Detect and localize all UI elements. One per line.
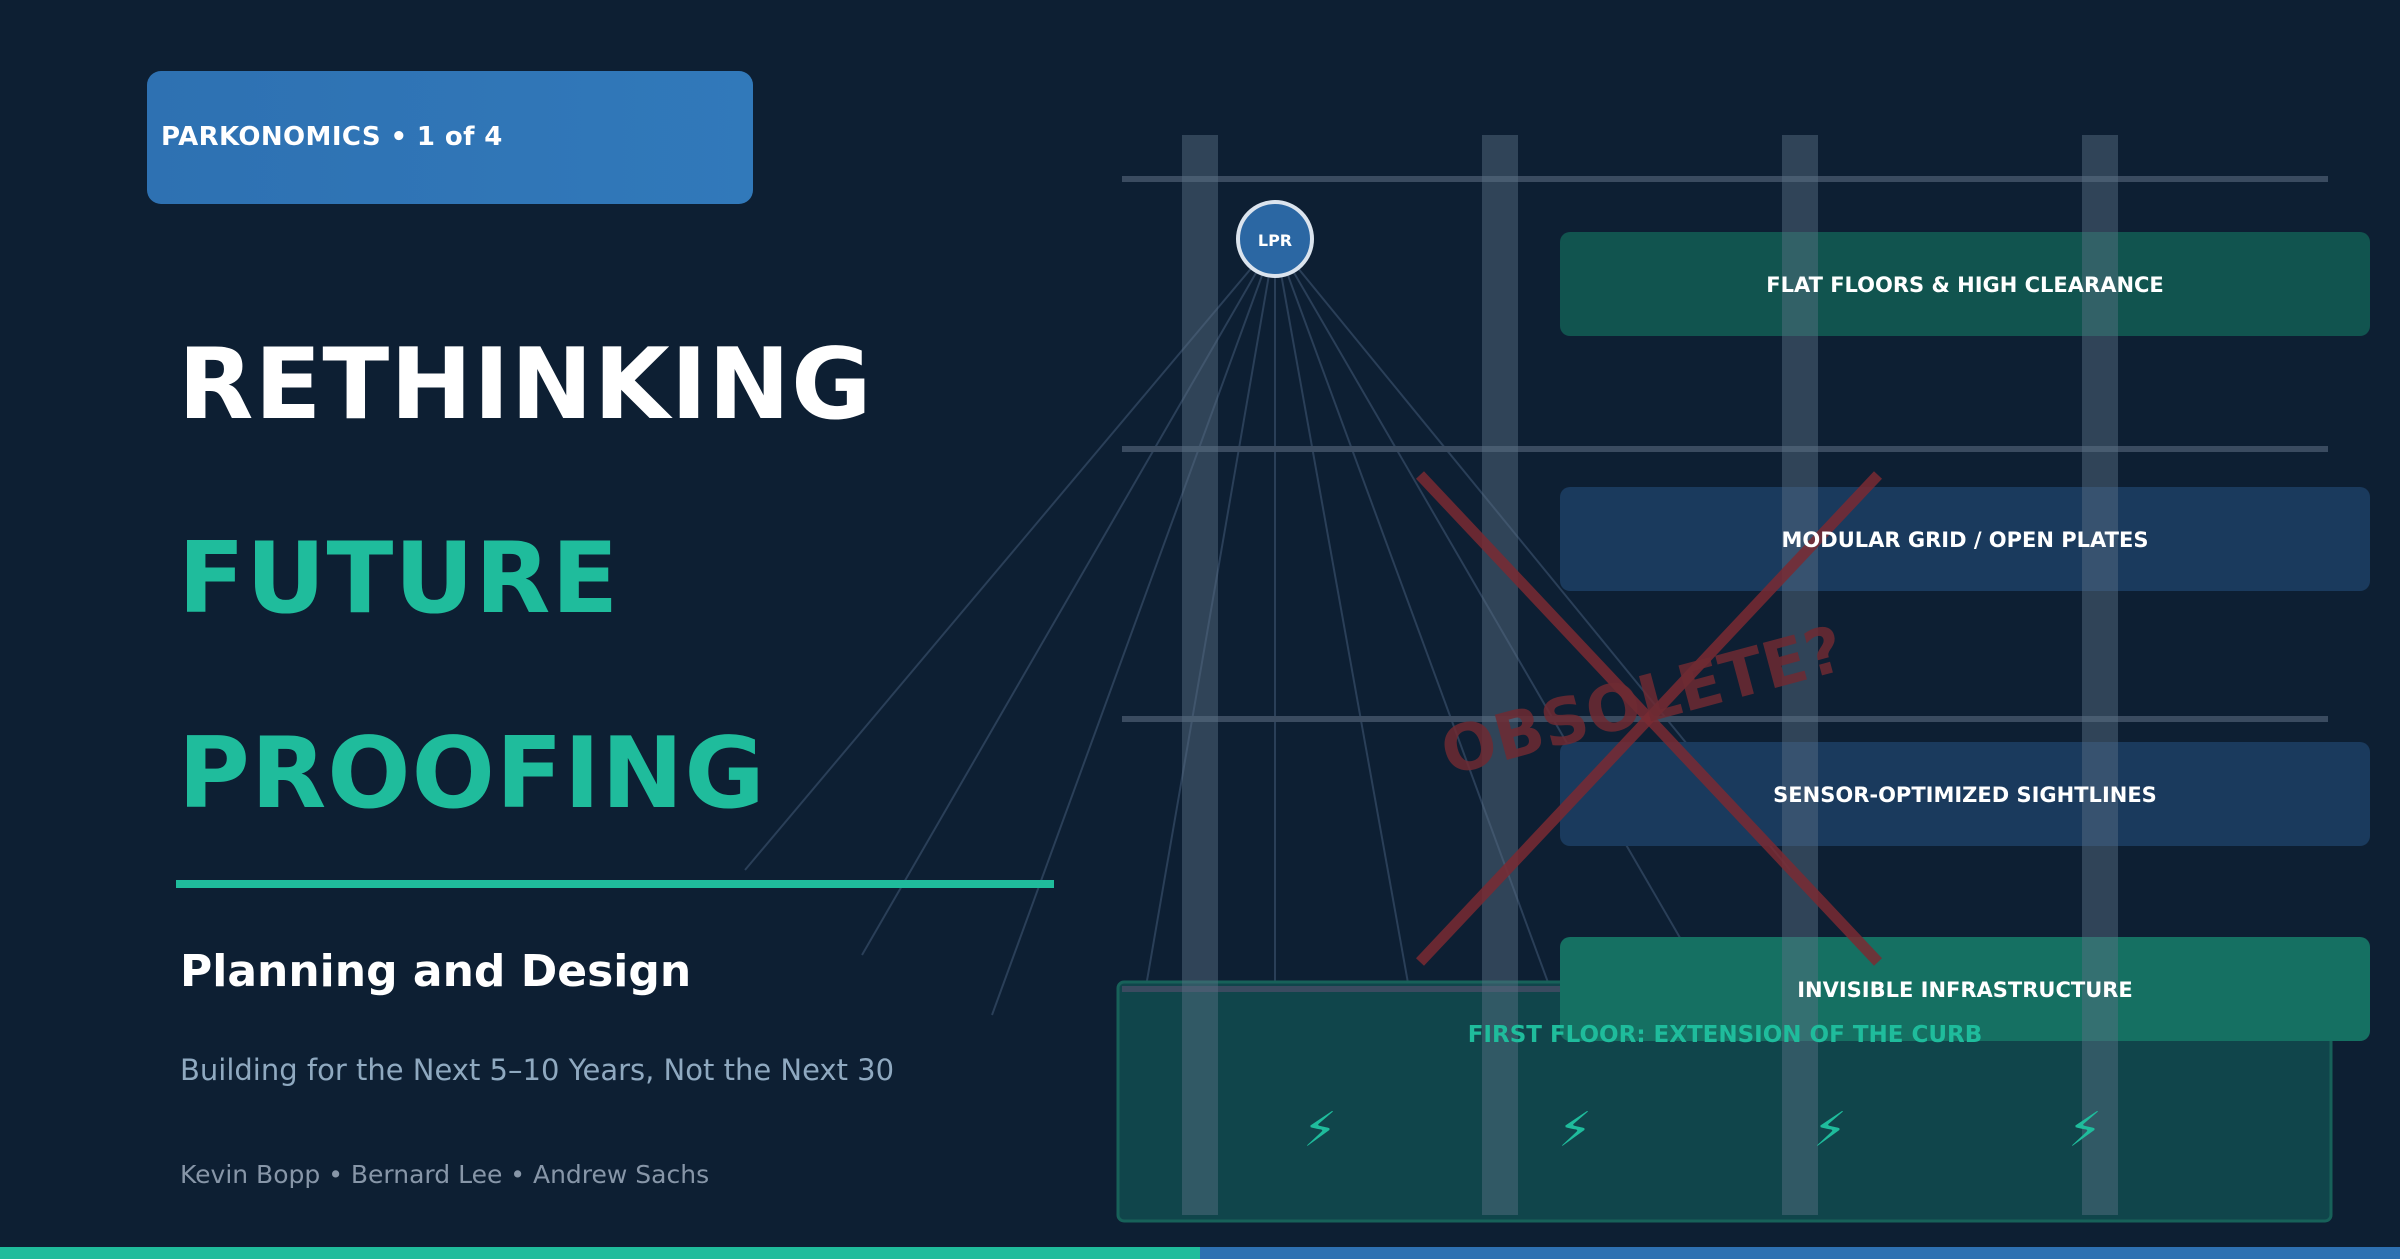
feature-list (1560, 232, 2370, 1041)
feature-box-1 (1560, 232, 2370, 336)
title-line-1: RETHINKING (178, 328, 873, 442)
series-badge: PARKONOMICS • 1 of 4 (147, 71, 753, 204)
subtitle: Planning and Design (180, 946, 692, 997)
lightning-bolt-icon: ⚡ (1813, 1102, 1847, 1158)
feature-box-2 (1560, 487, 2370, 591)
obsolete-cross (1415, 471, 1883, 966)
feature-label-2: MODULAR GRID / OPEN PLATES (1782, 528, 2149, 552)
tagline: Building for the Next 5–10 Years, Not th… (180, 1053, 895, 1087)
footer-bar-teal (0, 1247, 1200, 1259)
feature-box-4 (1560, 937, 2370, 1041)
author-list: Kevin Bopp • Bernard Lee • Andrew Sachs (180, 1160, 710, 1189)
title-underline (176, 880, 1054, 888)
lpr-camera-icon: LPR (1236, 200, 1314, 278)
lightning-bolt-icon: ⚡ (1303, 1102, 1337, 1158)
title-line-2: FUTURE (178, 522, 620, 636)
lightning-bolt-icon: ⚡ (2068, 1102, 2102, 1158)
first-floor-label: FIRST FLOOR: EXTENSION OF THE CURB (1468, 1022, 1983, 1048)
footer-bar-blue (1200, 1247, 2400, 1259)
title-line-3: PROOFING (178, 717, 766, 831)
structural-columns (1182, 135, 2118, 1215)
feature-label-3: SENSOR-OPTIMIZED SIGHTLINES (1773, 783, 2157, 807)
feature-box-3 (1560, 742, 2370, 846)
feature-label-1: FLAT FLOORS & HIGH CLEARANCE (1766, 273, 2164, 297)
lightning-bolt-icon: ⚡ (1558, 1102, 1592, 1158)
feature-label-4: INVISIBLE INFRASTRUCTURE (1797, 978, 2133, 1002)
sensor-label: LPR (1258, 231, 1292, 250)
